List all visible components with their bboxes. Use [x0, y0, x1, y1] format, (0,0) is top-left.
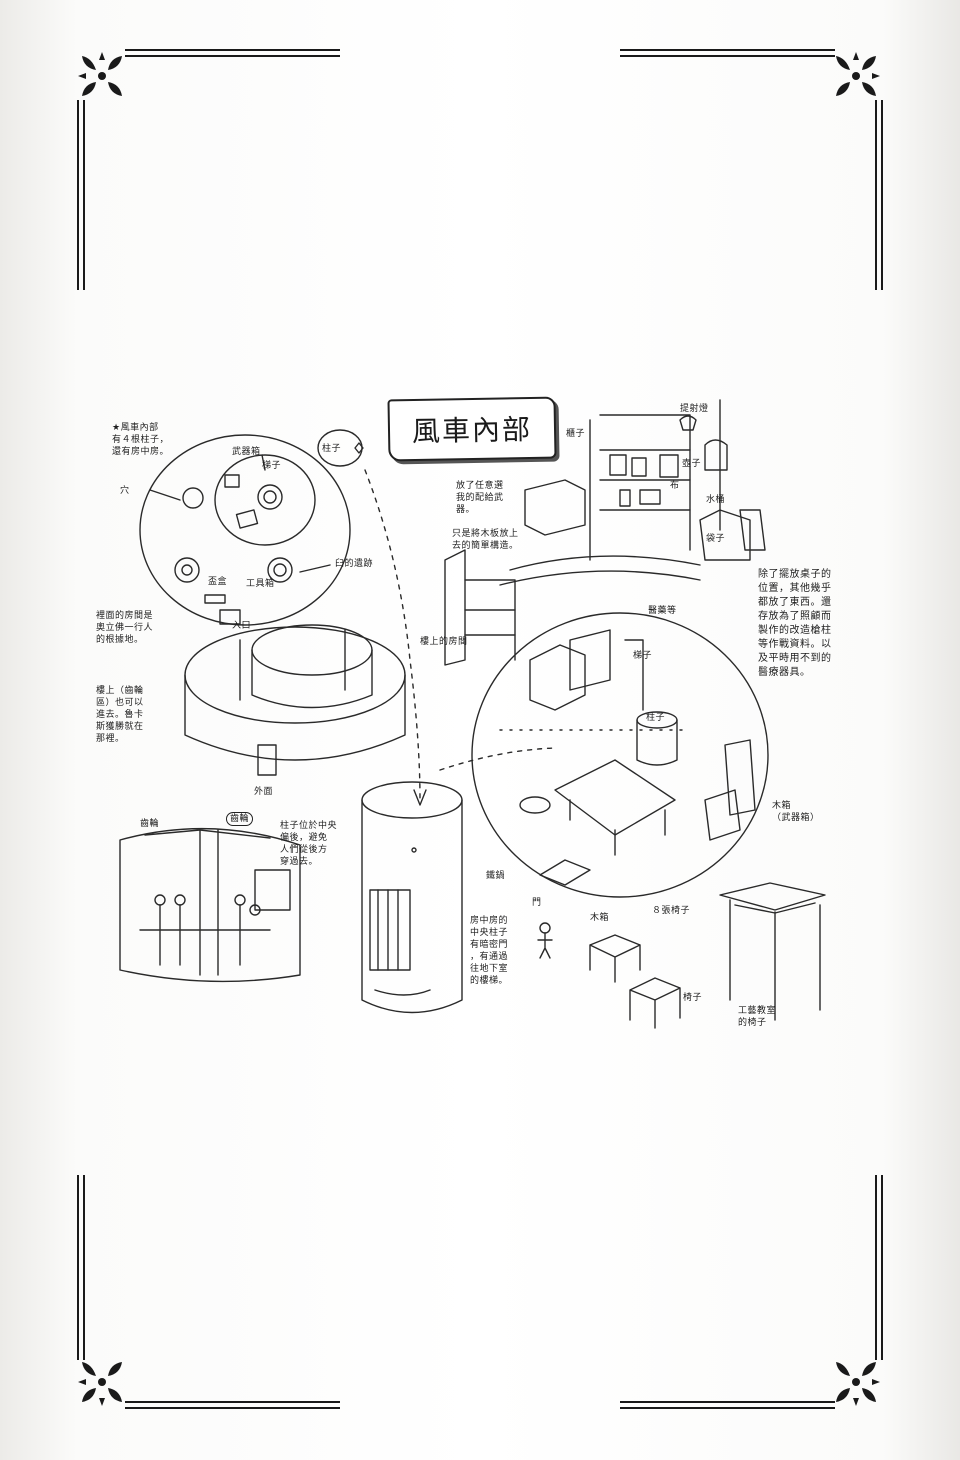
- title-box: 風車內部: [387, 396, 557, 462]
- label-door: 門: [532, 898, 542, 908]
- label-chair: 椅子: [683, 993, 703, 1003]
- label-water-pail: 水桶: [706, 495, 726, 505]
- floor-plan-sketch: [139, 434, 351, 626]
- label-bag: 袋子: [706, 534, 726, 544]
- label-ladder2: 梯子: [633, 651, 653, 661]
- label-shelf: 櫃子: [566, 429, 586, 439]
- label-pillar2: 柱子: [646, 713, 666, 723]
- label-stool: ８張椅子: [652, 906, 691, 916]
- label-weapon-box: 武器箱: [232, 447, 261, 457]
- label-medical: 醫藥等: [648, 606, 677, 616]
- storage-sketch: [444, 399, 766, 666]
- note-pillar-center: 柱子位於中央 偏後，避免 人們從後方 穿過去。: [280, 821, 338, 867]
- label-workshop-chair: 工藝教室 的椅子: [738, 1006, 777, 1028]
- workshop-chair-sketch: [719, 882, 826, 1021]
- page-title: 風車內部: [411, 412, 533, 449]
- label-pot: 鐵鍋: [486, 871, 506, 881]
- label-pillar: 柱子: [322, 444, 342, 454]
- label-traces: 臼的遺跡: [335, 559, 374, 569]
- label-exterior: 外面: [254, 787, 274, 797]
- note-pillars: ★風車內部 有４根柱子， 還有房中房。: [112, 423, 170, 457]
- label-hole: 穴: [120, 486, 130, 496]
- corner-ornament-icon: [78, 52, 880, 1406]
- label-wood-box: 木箱 （武器箱）: [772, 801, 820, 823]
- label-jar: 壺子: [682, 459, 702, 469]
- note-simple-shelf: 只是將木板放上 去的簡單構造。: [452, 529, 519, 551]
- note-weapons-box: 放了任意選 我的配給武 器。: [456, 481, 504, 515]
- label-ladder: 梯子: [262, 461, 282, 471]
- room-exterior-sketch: [184, 609, 406, 776]
- label-wood-box2: 木箱: [590, 913, 610, 923]
- label-gear: 齒輪: [140, 819, 160, 829]
- label-table: 盃盒: [208, 577, 228, 587]
- note-inner-room: 裡面的房間是 奧立佛一行人 的根據地。: [96, 611, 154, 645]
- note-room-pillar: 房中房的 中央柱子 有暗密門 ，有通過 往地下室 的樓梯。: [470, 916, 509, 986]
- interior-plan-sketch: [471, 612, 769, 898]
- label-gear-tag: 齒輪: [226, 812, 254, 826]
- central-pillar-sketch: [361, 781, 463, 1014]
- upstairs-sketch: [119, 827, 301, 983]
- label-upper-room: 樓上的房間: [420, 637, 468, 647]
- note-storage: 除了擺放桌子的 位置，其他幾乎 都放了東西。還 存放為了照顧而 製作的改造槍柱 …: [758, 569, 832, 678]
- label-entrance: 入口: [232, 621, 252, 631]
- label-cloth: 布: [670, 481, 680, 491]
- label-tool-box: 工具箱: [246, 579, 275, 589]
- label-lantern: 提射燈: [680, 404, 709, 414]
- note-upstairs: 樓上（齒輪 區）也可以 進去。魯卡 斯獲勝就在 那裡。: [96, 686, 144, 744]
